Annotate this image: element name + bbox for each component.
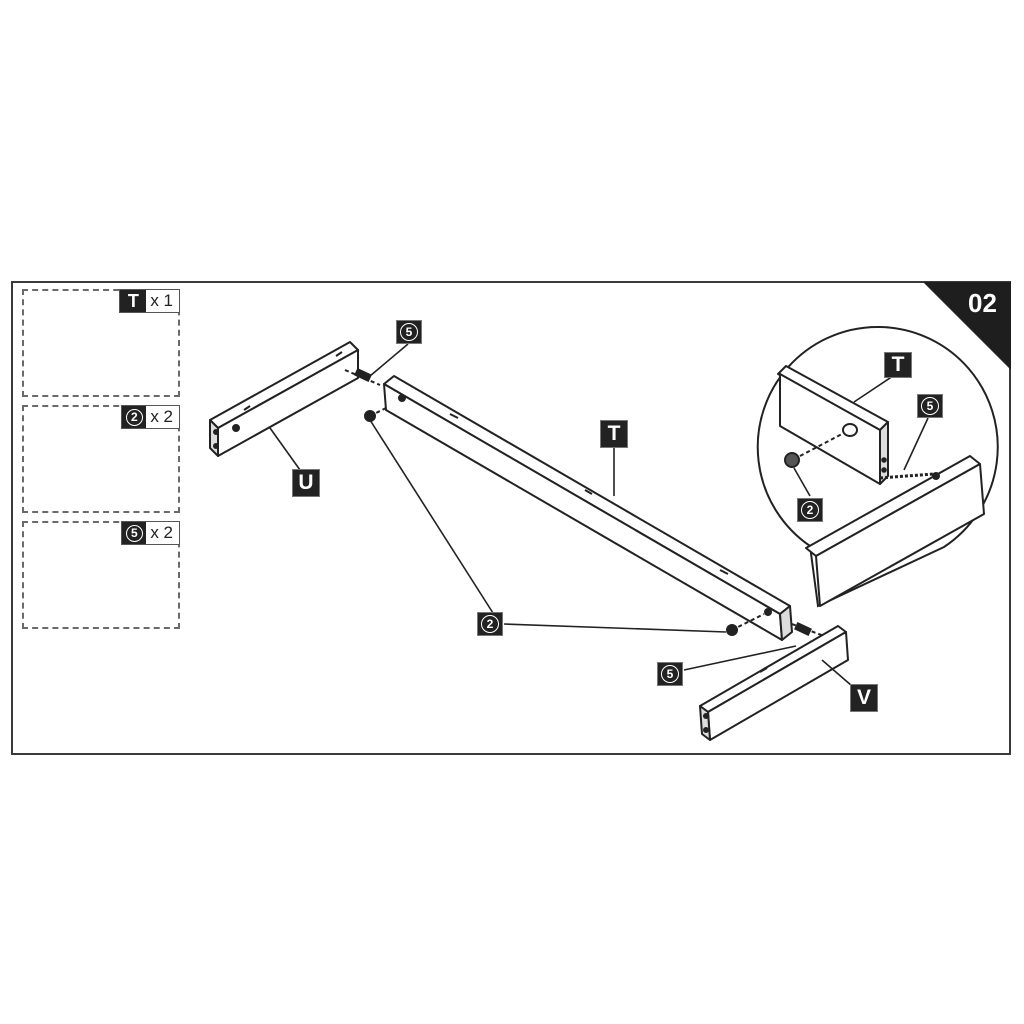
callout-dowel-bottom: 5 (657, 662, 683, 686)
detail-callout-dowel: 5 (917, 394, 943, 418)
part-quantity: x 1 (150, 291, 173, 310)
detail-magnifier (756, 325, 999, 608)
callout-board-u: U (292, 469, 320, 497)
callout-number: 2 (481, 615, 499, 633)
step-number: 02 (968, 288, 997, 318)
step-corner-badge (923, 282, 1011, 370)
part-id-label: 5 (125, 524, 143, 542)
bottom-joint-hardware (726, 613, 825, 637)
parts-item-board-t: T x 1 (22, 289, 180, 397)
board-u (209, 341, 359, 457)
board-t (383, 375, 793, 641)
parts-quantity-label: 5 x 2 (121, 521, 180, 545)
detail-callout-cam-lock: 2 (797, 498, 823, 522)
callout-number: 5 (400, 323, 418, 341)
part-id-label: 2 (125, 408, 143, 426)
callout-number: 5 (921, 397, 939, 415)
parts-quantity-label: 2 x 2 (121, 405, 180, 429)
detail-callout-board-t: T (884, 352, 912, 378)
board-v (699, 625, 849, 741)
part-quantity: x 2 (150, 407, 173, 426)
parts-item-dowel: 5 x 2 (22, 521, 180, 629)
parts-quantity-label: T x 1 (119, 289, 180, 313)
parts-item-cam-lock: 2 x 2 (22, 405, 180, 513)
callout-number: 5 (661, 665, 679, 683)
part-id-label: T (120, 290, 147, 312)
top-joint-hardware (344, 367, 387, 422)
leader-lines (269, 343, 853, 687)
callout-board-t: T (600, 420, 628, 448)
callout-number: 2 (801, 501, 819, 519)
part-quantity: x 2 (150, 523, 173, 542)
callout-dowel-top: 5 (396, 320, 422, 344)
callout-board-v: V (850, 684, 878, 712)
callout-cam-lock: 2 (477, 612, 503, 636)
